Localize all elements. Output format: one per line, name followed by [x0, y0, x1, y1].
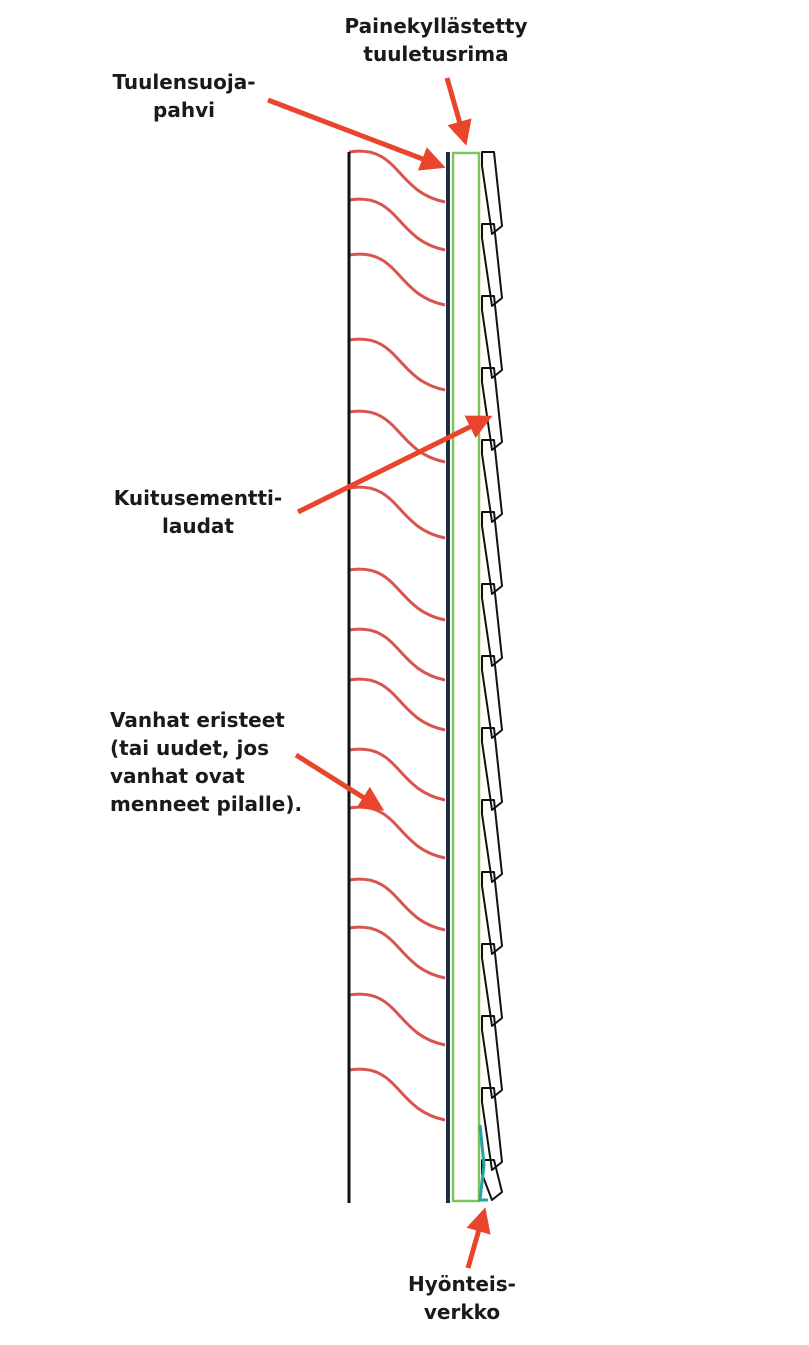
arrow-kuitusementtilaudat — [296, 415, 493, 515]
label-kuitusementtilaudat: Kuitusementti- laudat — [113, 486, 283, 538]
insulation-curve — [348, 149, 446, 204]
label-eristeet: Vanhat eristeet (tai uudet, jos vanhat o… — [110, 708, 303, 816]
cladding-board — [481, 1087, 503, 1171]
insulation-curve — [348, 1067, 446, 1122]
insulation-curve — [348, 197, 446, 252]
insulation-fibers — [348, 149, 446, 1122]
cladding-board — [481, 871, 503, 955]
ventilation-batten — [451, 151, 481, 1203]
fiber-cement-boards — [481, 151, 503, 1201]
insulation-curve — [348, 409, 446, 464]
arrow-eristeet — [294, 752, 385, 811]
arrow-tuulensuojapahvi — [267, 97, 446, 171]
label-hyonteisverkko: Hyönteis- verkko — [408, 1272, 516, 1324]
arrow-hyonteisverkko — [465, 1207, 491, 1269]
cladding-board — [481, 583, 503, 667]
insulation-curve — [348, 877, 446, 932]
insulation-curve — [348, 677, 446, 732]
cladding-board — [481, 1015, 503, 1099]
insulation-curve — [348, 747, 446, 802]
cladding-board — [481, 295, 503, 379]
cladding-board — [481, 727, 503, 811]
cladding-board — [481, 223, 503, 307]
label-tuuletusrima: Painekyllästetty tuuletusrima — [344, 14, 528, 66]
insulation-curve — [348, 627, 446, 682]
insulation-curve — [348, 992, 446, 1047]
insulation-curve — [348, 925, 446, 980]
insulation-curve — [348, 805, 446, 860]
insect-net — [478, 1124, 488, 1202]
cladding-board — [481, 655, 503, 739]
cladding-board — [481, 511, 503, 595]
label-tuulensuojapahvi: Tuulensuoja- pahvi — [112, 70, 256, 122]
cladding-board — [481, 439, 503, 523]
cladding-board — [481, 943, 503, 1027]
insulation-curve — [348, 485, 446, 540]
cladding-board — [481, 799, 503, 883]
arrow-tuuletusrima — [444, 77, 472, 146]
cladding-board — [481, 151, 503, 235]
insulation-curve — [348, 337, 446, 392]
insulation-curve — [348, 252, 446, 307]
cladding-board — [481, 367, 503, 451]
insulation-curve — [348, 567, 446, 622]
